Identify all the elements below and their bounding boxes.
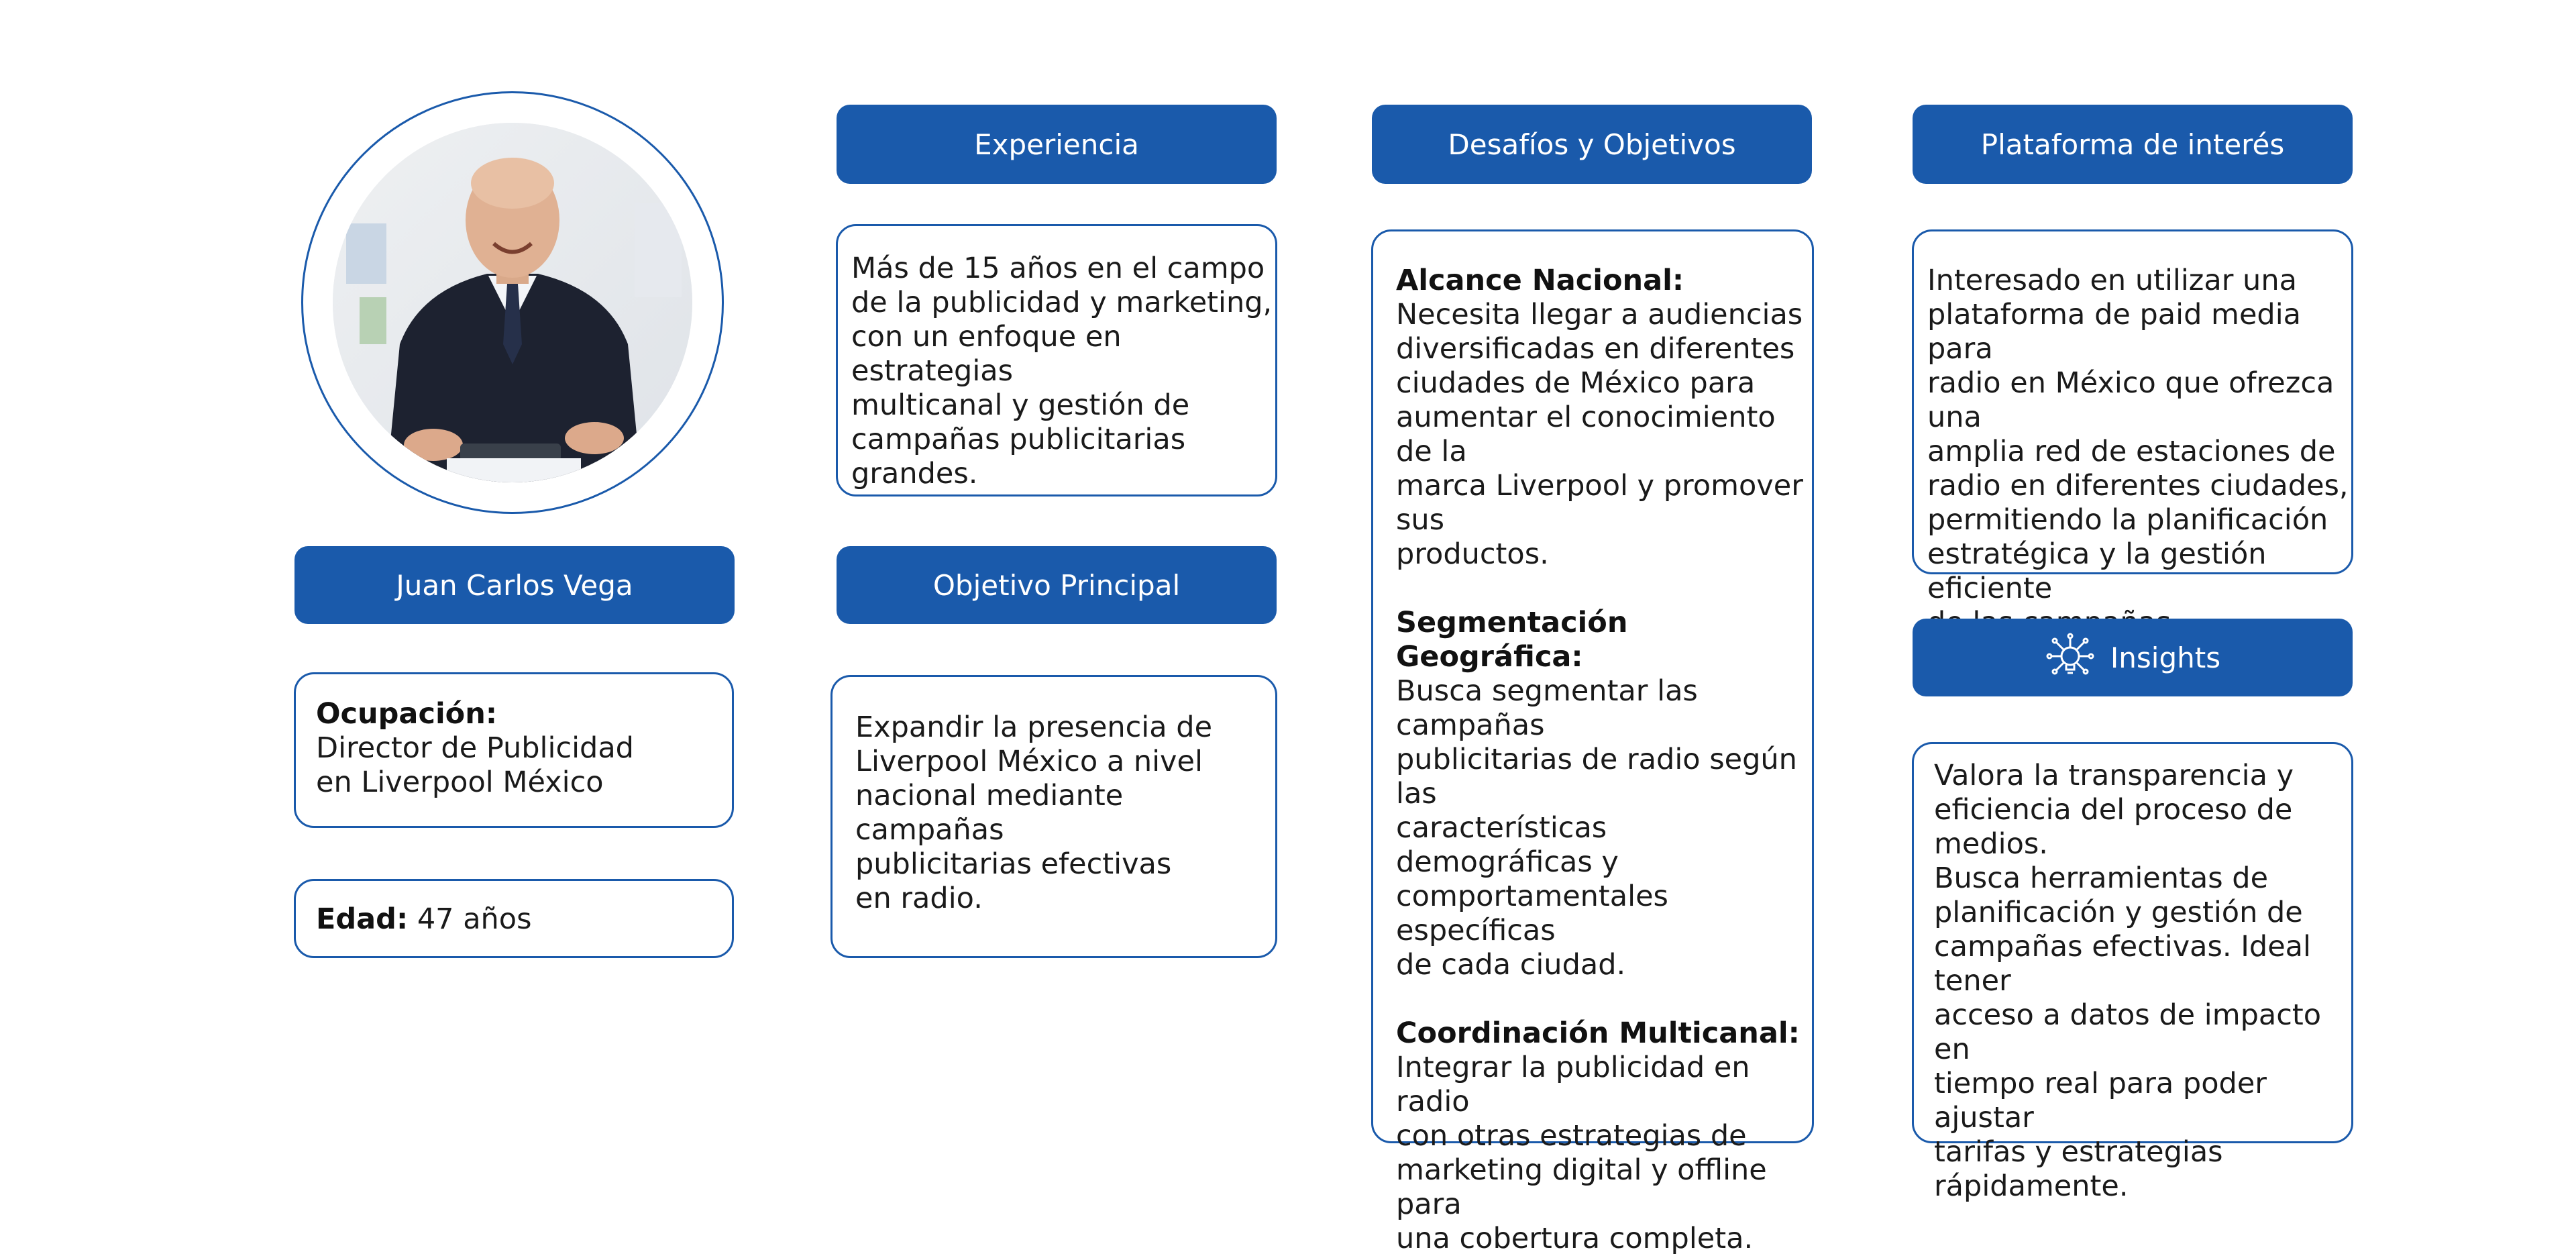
section-heading: Segmentación Geográfica: (1396, 606, 1628, 674)
section-line: Integrar la publicidad en radio (1396, 1051, 1750, 1118)
age-label: Edad: (316, 902, 409, 936)
platform-line: amplia red de estaciones de (1927, 435, 2336, 468)
insights-line: campañas efectivas. Ideal tener (1934, 930, 2311, 998)
objective-line: en radio. (855, 882, 983, 915)
section-line: Necesita llegar a audiencias (1396, 298, 1803, 331)
section-line: con otras estrategias de (1396, 1119, 1747, 1153)
insights-line: acceso a datos de impacto en (1934, 998, 2322, 1066)
challenges-card: Alcance Nacional: Necesita llegar a audi… (1371, 229, 1814, 1255)
occupation-card: Ocupación: Director de Publicidad en Liv… (294, 672, 734, 828)
section-line: marca Liverpool y promover sus (1396, 469, 1803, 537)
section-line: ciudades de México para (1396, 366, 1756, 400)
section-line: productos. (1396, 537, 1549, 571)
insights-line: rápidamente. (1934, 1169, 2129, 1203)
experience-line: de la publicidad y marketing, (851, 286, 1273, 319)
age-card: Edad: 47 años (294, 879, 734, 958)
platform-header: Plataforma de interés (1913, 105, 2353, 184)
section-line: una cobertura completa. (1396, 1222, 1754, 1255)
avatar-photo (333, 123, 692, 482)
section-line: aumentar el conocimiento de la (1396, 401, 1776, 468)
section-line: de cada ciudad. (1396, 948, 1626, 982)
section-heading: Alcance Nacional: (1396, 264, 1684, 297)
section-line: publicitarias de radio según las (1396, 743, 1797, 810)
platform-line: plataforma de paid media para (1927, 298, 2301, 366)
platform-line: radio en diferentes ciudades, (1927, 469, 2349, 503)
experience-line: Más de 15 años en el campo (851, 252, 1265, 285)
platform-card: Interesado en utilizar una plataforma de… (1912, 229, 2353, 674)
experience-card: Más de 15 años en el campo de la publici… (836, 224, 1277, 496)
section-heading: Coordinación Multicanal: (1396, 1016, 1800, 1050)
objective-line: Expandir la presencia de (855, 711, 1213, 744)
insights-header: Insights (1913, 619, 2353, 696)
section-line: Busca segmentar las campañas (1396, 674, 1698, 742)
objective-card: Expandir la presencia de Liverpool Méxic… (830, 675, 1277, 958)
experience-header: Experiencia (837, 105, 1277, 184)
profile-name: Juan Carlos Vega (396, 568, 633, 602)
platform-line: estratégica y la gestión eficiente (1927, 537, 2267, 605)
experience-line: multicanal y gestión de (851, 388, 1190, 422)
platform-line: radio en México que ofrezca una (1927, 366, 2334, 434)
occupation-label: Ocupación: (316, 697, 498, 731)
network-bulb-icon (2046, 633, 2094, 675)
insights-line: tiempo real para poder ajustar (1934, 1067, 2267, 1135)
insights-card: Valora la transparencia y eficiencia del… (1912, 742, 2353, 1203)
insights-line: tarifas y estrategias (1934, 1135, 2223, 1169)
occupation-line: en Liverpool México (316, 766, 604, 799)
avatar (333, 123, 692, 482)
age-value: 47 años (408, 902, 532, 936)
challenges-header: Desafíos y Objetivos (1372, 105, 1812, 184)
name-header: Juan Carlos Vega (294, 546, 735, 624)
objective-line: Liverpool México a nivel (855, 745, 1203, 778)
section-line: comportamentales específicas (1396, 880, 1668, 947)
section-line: marketing digital y offline para (1396, 1153, 1767, 1221)
platform-title: Plataforma de interés (1980, 127, 2285, 161)
insights-line: medios. (1934, 827, 2048, 861)
objective-title: Objetivo Principal (932, 568, 1181, 602)
insights-title: Insights (2110, 641, 2221, 674)
insights-line: planificación y gestión de (1934, 896, 2303, 929)
experience-title: Experiencia (974, 127, 1139, 161)
platform-line: Interesado en utilizar una (1927, 264, 2297, 297)
objective-line: publicitarias efectivas (855, 847, 1172, 881)
insights-line: Busca herramientas de (1934, 861, 2269, 895)
experience-line: con un enfoque en estrategias (851, 320, 1122, 388)
insights-line: Valora la transparencia y (1934, 759, 2294, 792)
objective-line: nacional mediante campañas (855, 779, 1124, 847)
section-line: diversificadas en diferentes (1396, 332, 1795, 366)
insights-line: eficiencia del proceso de (1934, 793, 2293, 827)
experience-line: campañas publicitarias grandes. (851, 423, 1186, 490)
avatar-ring (301, 91, 724, 514)
objective-header: Objetivo Principal (837, 546, 1277, 624)
section-line: características demográficas y (1396, 811, 1619, 879)
occupation-line: Director de Publicidad (316, 731, 634, 765)
challenges-title: Desafíos y Objetivos (1448, 127, 1736, 161)
platform-line: permitiendo la planificación (1927, 503, 2328, 537)
